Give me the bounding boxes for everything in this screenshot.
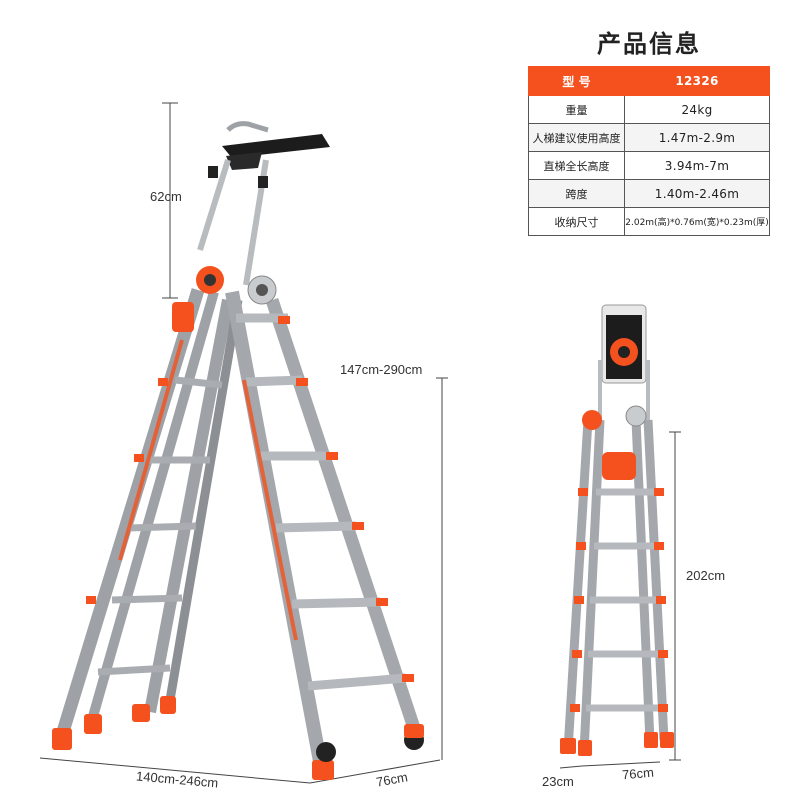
folded-width-label: 76cm: [621, 764, 655, 783]
folded-width-line: [581, 761, 661, 767]
rung-clips: [86, 316, 414, 682]
work-height-label: 147cm-290cm: [340, 362, 423, 377]
rear-rail-right-inner: [165, 299, 243, 701]
tool-tray: [197, 121, 330, 286]
folded-rung-clips: [570, 488, 668, 712]
spec-value: 1.47m-2.9m: [624, 123, 770, 152]
spec-label: 人梯建议使用高度: [528, 123, 625, 152]
rail-decal-stripe: [242, 379, 298, 641]
product-info-title: 产品信息: [597, 30, 701, 58]
dimension-lines: [39, 102, 681, 784]
spec-row-storage-size: 收纳尺寸 2.02m(高)*0.76m(宽)*0.23m(厚): [528, 207, 770, 236]
spec-row-span: 跨度 1.40m-2.46m: [528, 179, 770, 208]
folded-thickness-label: 23cm: [542, 774, 574, 789]
spec-label: 直梯全长高度: [528, 151, 625, 180]
spec-header-label: 型 号: [528, 66, 625, 96]
folded-height-label: 202cm: [686, 568, 726, 583]
rear-rail-left-inner: [87, 290, 219, 722]
folded-handle: [602, 452, 636, 480]
rear-rail-right: [144, 298, 234, 714]
spec-header-value: 12326: [624, 66, 770, 96]
spec-table: 型 号 12326 重量 24kg 人梯建议使用高度 1.47m-2.9m 直梯…: [528, 66, 770, 236]
spec-value: 1.40m-2.46m: [624, 179, 770, 208]
spec-value: 24kg: [624, 95, 770, 124]
tray-height-label: 62cm: [150, 189, 182, 204]
spec-row-extension-height: 直梯全长高度 3.94m-7m: [528, 151, 770, 180]
spec-label: 跨度: [528, 179, 625, 208]
spec-header-row: 型 号 12326: [528, 66, 770, 96]
rear-rungs: [97, 376, 223, 676]
folded-hinge-left: [582, 410, 602, 430]
open-ladder: [52, 121, 425, 780]
folded-feet: [560, 732, 674, 756]
folded-rungs: [586, 488, 660, 712]
spec-label: 收纳尺寸: [528, 207, 625, 236]
ladder-feet: [52, 696, 424, 780]
spec-row-use-height: 人梯建议使用高度 1.47m-2.9m: [528, 123, 770, 152]
front-rail-right: [265, 297, 425, 743]
lock-tab-left: [172, 302, 194, 332]
spec-value: 2.02m(高)*0.76m(宽)*0.23m(厚): [624, 207, 770, 236]
rear-decal-stripe: [118, 339, 184, 561]
folded-hinge-right: [625, 405, 647, 427]
front-rungs: [236, 313, 407, 691]
folded-rails: [563, 419, 669, 753]
folded-ladder: [560, 304, 674, 756]
spec-value: 3.94m-7m: [624, 151, 770, 180]
folded-thickness-line: [559, 765, 583, 769]
span-line: [39, 757, 311, 784]
